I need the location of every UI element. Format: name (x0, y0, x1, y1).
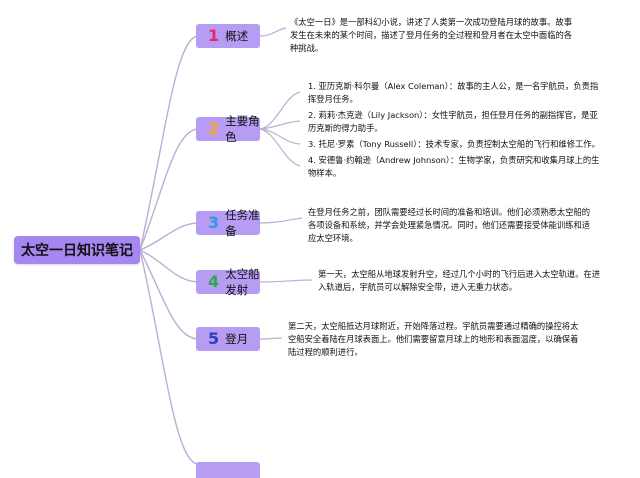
branch-text-landing: 第二天，太空船抵达月球附近，开始降落过程。宇航员需要通过精确的操控将太空船安全着… (288, 320, 580, 359)
text-character-1: 1. 亚历克斯·科尔曼（Alex Coleman）：故事的主人公，是一名宇航员，… (308, 80, 604, 106)
connector-4-text (259, 279, 313, 283)
text-paragraph: 在登月任务之前，团队需要经过长时间的准备和培训。他们必须熟悉太空船的各项设备和系… (308, 207, 591, 243)
branch-label: 概述 (225, 29, 249, 43)
connector-root-6 (139, 249, 199, 465)
root-node[interactable]: 太空一日知识笔记 (14, 236, 140, 264)
text-paragraph: 2. 莉莉·杰克逊（Lily Jackson）：女性宇航员，担任登月任务的副指挥… (308, 110, 598, 133)
branch-label: 太空船发射 (225, 267, 260, 297)
text-paragraph: 第一天，太空船从地球发射升空，经过几个小时的飞行后进入太空轨道。在进入轨道后，宇… (318, 269, 601, 292)
branch-node-launch[interactable]: 4 太空船发射 (196, 267, 260, 297)
branch-text-overview: 《太空一日》是一部科幻小说，讲述了人类第一次成功登陆月球的故事。故事发生在未来的… (290, 16, 580, 55)
text-character-3: 3. 托尼·罗素（Tony Russell）：技术专家，负责控制太空船的飞行和维… (308, 138, 608, 151)
branch-text-launch: 第一天，太空船从地球发射升空，经过几个小时的飞行后进入太空轨道。在进入轨道后，宇… (318, 268, 608, 294)
branch-number: 1 (208, 26, 220, 45)
branch-node-overview[interactable]: 1 概述 (196, 24, 260, 48)
branch-node-landing[interactable]: 5 登月 (196, 327, 260, 351)
text-paragraph: 3. 托尼·罗素（Tony Russell）：技术专家，负责控制太空船的飞行和维… (308, 139, 600, 149)
connector-1-text (259, 27, 287, 37)
connector-root-5 (139, 249, 199, 340)
branch-node-preparation[interactable]: 3 任务准备 (196, 208, 260, 238)
branch-text-preparation: 在登月任务之前，团队需要经过长时间的准备和培训。他们必须熟悉太空船的各项设备和系… (308, 206, 594, 245)
connector-3-text (259, 217, 303, 224)
text-paragraph: 第二天，太空船抵达月球附近，开始降落过程。宇航员需要通过精确的操控将太空船安全着… (288, 321, 579, 357)
branch-label: 主要角色 (225, 114, 260, 144)
branch-node-characters[interactable]: 2 主要角色 (196, 114, 260, 144)
connector-2-text-3 (259, 128, 301, 145)
branch-label: 任务准备 (225, 208, 260, 238)
connector-root-1 (139, 35, 199, 251)
text-character-2: 2. 莉莉·杰克逊（Lily Jackson）：女性宇航员，担任登月任务的副指挥… (308, 109, 604, 135)
connector-root-3 (139, 222, 199, 251)
text-paragraph: 4. 安德鲁·约翰逊（Andrew Johnson）：生物学家，负责研究和收集月… (308, 155, 600, 178)
branch-number: 5 (208, 329, 220, 348)
text-character-4: 4. 安德鲁·约翰逊（Andrew Johnson）：生物学家，负责研究和收集月… (308, 154, 604, 180)
branch-number: 4 (208, 272, 220, 291)
branch-node-truncated[interactable] (196, 462, 260, 478)
connector-root-4 (139, 249, 199, 283)
connector-root-2 (139, 128, 199, 251)
text-paragraph: 《太空一日》是一部科幻小说，讲述了人类第一次成功登陆月球的故事。故事发生在未来的… (290, 17, 573, 53)
branch-number: 3 (208, 213, 220, 232)
connector-2-text-1 (259, 91, 301, 130)
branch-number: 2 (208, 119, 220, 138)
branch-label: 登月 (225, 332, 249, 346)
text-paragraph: 1. 亚历克斯·科尔曼（Alex Coleman）：故事的主人公，是一名宇航员，… (308, 81, 599, 104)
connector-2-text-2 (259, 120, 301, 130)
root-node-label: 太空一日知识笔记 (21, 243, 133, 259)
connector-5-text (259, 337, 283, 340)
connector-2-text-4 (259, 128, 301, 167)
